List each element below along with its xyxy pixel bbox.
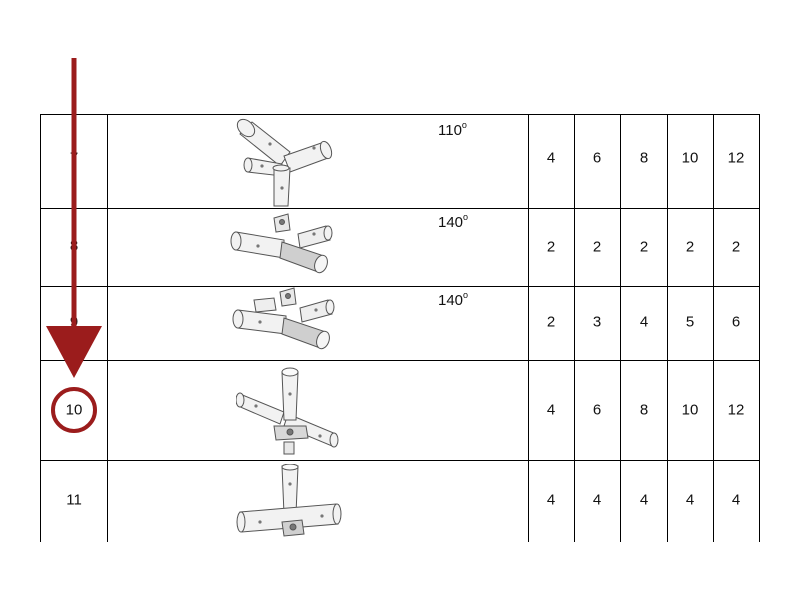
table-cell: 5 xyxy=(685,313,695,331)
angle-label: 110o xyxy=(438,120,467,139)
table-cell: 3 xyxy=(592,313,602,331)
table-cell: 6 xyxy=(592,401,602,419)
table-cell: 4 xyxy=(685,491,695,509)
column-divider xyxy=(574,114,575,542)
column-divider xyxy=(40,114,41,542)
table-cell: 2 xyxy=(639,238,649,256)
table-cell: 4 xyxy=(639,491,649,509)
row-label: 10 xyxy=(65,401,83,419)
y-connector-110-icon xyxy=(236,118,333,207)
column-divider xyxy=(759,114,760,542)
table-cell: 2 xyxy=(731,238,741,256)
table-cell: 8 xyxy=(639,149,649,167)
table-cell: 4 xyxy=(546,149,556,167)
row-label: 11 xyxy=(66,491,82,509)
table-cell: 10 xyxy=(681,149,699,167)
table-cell: 4 xyxy=(546,491,556,509)
angle-label: 140o xyxy=(438,212,469,231)
table-cell: 4 xyxy=(731,491,741,509)
table-cell: 4 xyxy=(639,313,649,331)
table-cell: 4 xyxy=(592,491,602,509)
connector-table: 7 8 9 10 11 110o 140o 140o 4 6 8 10 12 2… xyxy=(40,114,760,542)
table-cell: 4 xyxy=(546,401,556,419)
row-divider xyxy=(40,360,760,361)
column-divider xyxy=(667,114,668,542)
row-label: 9 xyxy=(69,313,79,331)
t-connector-plate-icon xyxy=(236,464,342,537)
column-divider xyxy=(713,114,714,542)
table-cell: 12 xyxy=(727,401,745,419)
angle-label: 140o xyxy=(438,290,469,309)
table-cell: 2 xyxy=(546,313,556,331)
column-divider xyxy=(528,114,529,542)
table-cell: 2 xyxy=(546,238,556,256)
table-cell: 2 xyxy=(592,238,602,256)
row-label: 8 xyxy=(69,237,79,255)
table-cell: 8 xyxy=(639,401,649,419)
table-cell: 6 xyxy=(592,149,602,167)
row-label: 7 xyxy=(69,149,79,167)
row-divider xyxy=(40,286,760,287)
y-connector-140-plate-icon xyxy=(230,213,333,274)
column-divider xyxy=(620,114,621,542)
y-connector-140-plate-icon xyxy=(232,287,335,350)
row-divider xyxy=(40,208,760,209)
table-cell: 6 xyxy=(731,313,741,331)
column-divider xyxy=(107,114,108,542)
table-cell: 2 xyxy=(685,238,695,256)
row-divider xyxy=(40,460,760,461)
cross-connector-plate-icon xyxy=(236,367,339,455)
row-divider xyxy=(40,114,760,115)
table-cell: 10 xyxy=(681,401,699,419)
table-cell: 12 xyxy=(727,149,745,167)
